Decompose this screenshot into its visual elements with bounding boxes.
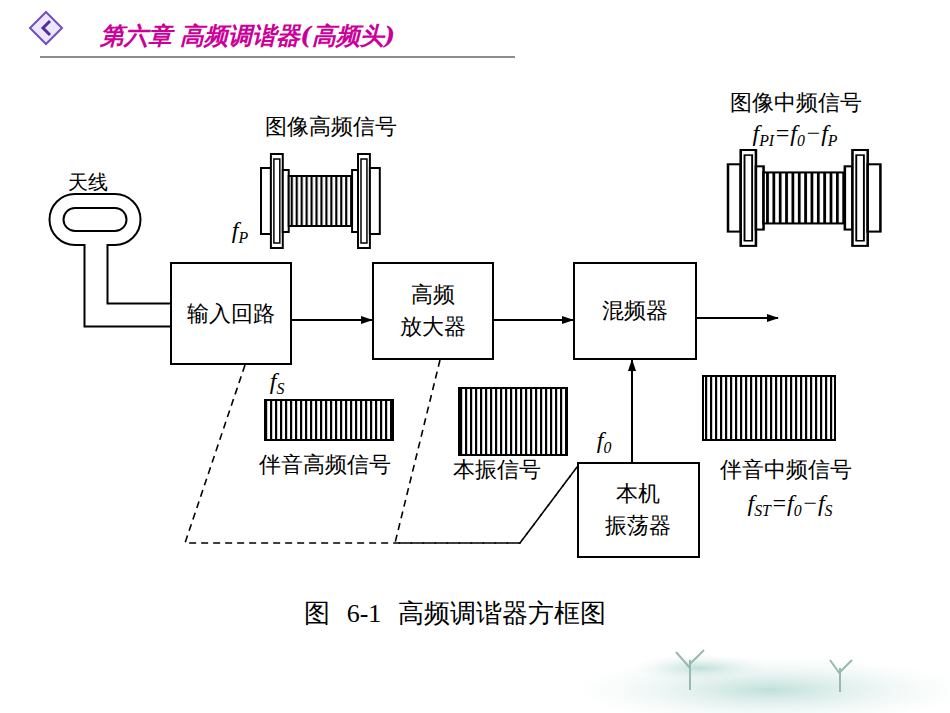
process-box: 本机 振荡器 bbox=[577, 462, 700, 558]
node-text: 输入回路 bbox=[187, 298, 275, 330]
text-run: 混频器 bbox=[602, 298, 668, 323]
signal-arrow bbox=[632, 360, 633, 462]
text-run: = bbox=[771, 490, 787, 516]
text-run: 输入回路 bbox=[187, 301, 275, 326]
frequency-symbol: f0 bbox=[597, 427, 612, 457]
text-run: S bbox=[825, 502, 833, 519]
signal-arrow bbox=[494, 320, 573, 321]
antenna-tube bbox=[86, 236, 107, 248]
slide-title: 第六章 高频调谐器(高频头) bbox=[100, 20, 395, 52]
text-run: f bbox=[270, 368, 277, 394]
frequency-symbol: fS bbox=[270, 368, 285, 398]
text-run: P bbox=[239, 229, 249, 246]
connector-path bbox=[494, 319, 573, 321]
nav-arrow bbox=[43, 21, 50, 35]
gang-tuning-line bbox=[395, 360, 577, 543]
text-run: ST bbox=[754, 502, 771, 519]
text-run: 本振信号 bbox=[453, 457, 541, 482]
node-text: 本机 振荡器 bbox=[592, 478, 684, 542]
text-run: 0 bbox=[797, 132, 805, 149]
header-rule bbox=[40, 56, 515, 58]
text-run: f bbox=[821, 120, 828, 146]
frequency-formula: fPI=f0−fP bbox=[753, 120, 838, 150]
frequency-formula: fST=f0−fS bbox=[748, 490, 833, 520]
text-run: 第六章 高频调谐器(高频头) bbox=[100, 21, 395, 50]
signal-name: 伴音中频信号 bbox=[720, 455, 852, 485]
connector-path bbox=[395, 360, 577, 543]
signal-name: 图像高频信号 bbox=[265, 112, 397, 142]
text-run: − bbox=[802, 490, 818, 516]
gang-tuning-line bbox=[185, 365, 577, 543]
antenna-tube bbox=[57, 201, 134, 238]
text-run: f bbox=[232, 217, 239, 243]
signal-name: 本振信号 bbox=[453, 455, 541, 485]
process-box: 混频器 bbox=[573, 262, 697, 360]
header-icon bbox=[30, 12, 62, 44]
text-run: f bbox=[787, 490, 794, 516]
text-run: f bbox=[748, 490, 755, 516]
node-text: 高频 放大器 bbox=[387, 279, 479, 343]
sound-band bbox=[265, 400, 393, 440]
node-text: 混频器 bbox=[602, 295, 668, 327]
decor-trees bbox=[676, 650, 852, 692]
text-run: S bbox=[276, 380, 284, 397]
connector-path bbox=[185, 365, 577, 543]
text-run: 天线 bbox=[68, 170, 108, 194]
text-run: f bbox=[597, 427, 604, 453]
text-run: f bbox=[818, 490, 825, 516]
process-box: 高频 放大器 bbox=[372, 262, 494, 360]
text-run: 伴音高频信号 bbox=[259, 452, 391, 477]
sound-band bbox=[703, 376, 835, 440]
text-run: 本机 振荡器 bbox=[605, 481, 671, 538]
figure-caption: 图 6-1 高频调谐器方框图 bbox=[0, 596, 910, 631]
antenna-tube bbox=[84, 236, 109, 248]
signal-name: 图像中频信号 bbox=[730, 88, 862, 118]
signal-name: 伴音高频信号 bbox=[259, 450, 391, 480]
text-run: PI bbox=[759, 132, 774, 149]
text-run: 高频 放大器 bbox=[400, 282, 466, 339]
text-run: f bbox=[753, 120, 760, 146]
text-run: 伴音中频信号 bbox=[720, 457, 852, 482]
decor-haze bbox=[630, 654, 770, 682]
connector-path bbox=[631, 360, 633, 462]
antenna-tube bbox=[57, 201, 134, 238]
nav-diamond bbox=[30, 12, 62, 44]
picture-band bbox=[261, 154, 380, 248]
text-run: P bbox=[828, 132, 838, 149]
oscillator-band bbox=[459, 388, 567, 455]
connector-path bbox=[96, 248, 170, 315]
signal-arrow bbox=[292, 320, 372, 321]
output-arrow bbox=[697, 317, 778, 319]
text-run: − bbox=[805, 120, 821, 146]
feeder-line bbox=[96, 248, 170, 315]
text-run: 0 bbox=[603, 439, 611, 456]
text-run: f bbox=[790, 120, 797, 146]
text-run: 图像高频信号 bbox=[265, 114, 397, 139]
text-run: = bbox=[774, 120, 790, 146]
text-run: 0 bbox=[794, 502, 802, 519]
text-run: 图 6-1 高频调谐器方框图 bbox=[304, 599, 606, 628]
frequency-symbol: fP bbox=[232, 217, 248, 247]
process-box: 输入回路 bbox=[170, 262, 292, 365]
text-run: 图像中频信号 bbox=[730, 90, 862, 115]
connector-path bbox=[96, 248, 170, 315]
antenna-symbol: 天线 bbox=[40, 170, 150, 248]
picture-band bbox=[728, 150, 880, 246]
decor-landscape bbox=[570, 650, 950, 713]
node-text: 天线 bbox=[40, 170, 108, 194]
connector-path bbox=[292, 319, 372, 321]
